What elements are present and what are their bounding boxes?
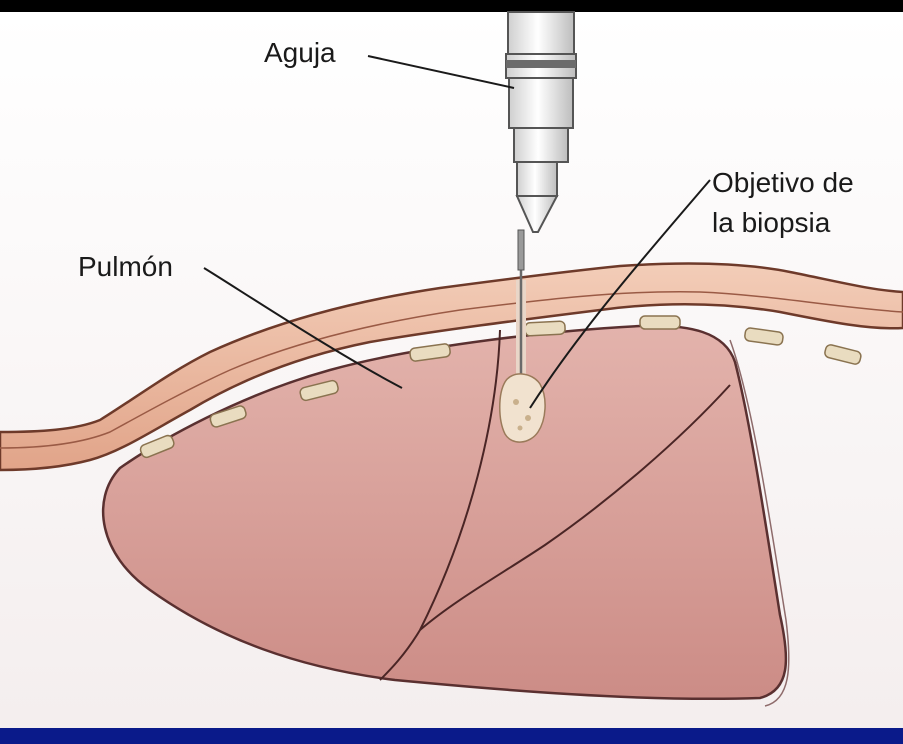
syringe-band-dark <box>506 60 576 68</box>
bottom-band <box>0 728 903 744</box>
needle-tip <box>518 230 524 270</box>
syringe-body <box>509 78 573 128</box>
needle-label: Aguja <box>264 37 336 68</box>
syringe-hub <box>514 128 568 162</box>
needle-hub <box>517 162 557 196</box>
target-detail <box>525 415 531 421</box>
target-detail <box>513 399 519 405</box>
lung-label: Pulmón <box>78 251 173 282</box>
syringe-barrel <box>508 12 574 56</box>
biopsy-target-label-line1: Objetivo de <box>712 167 854 198</box>
biopsy-target-label-line2: la biopsia <box>712 207 831 238</box>
rib <box>640 316 680 329</box>
target-detail <box>518 426 523 431</box>
biopsy-target <box>500 374 545 442</box>
rib <box>525 321 566 336</box>
